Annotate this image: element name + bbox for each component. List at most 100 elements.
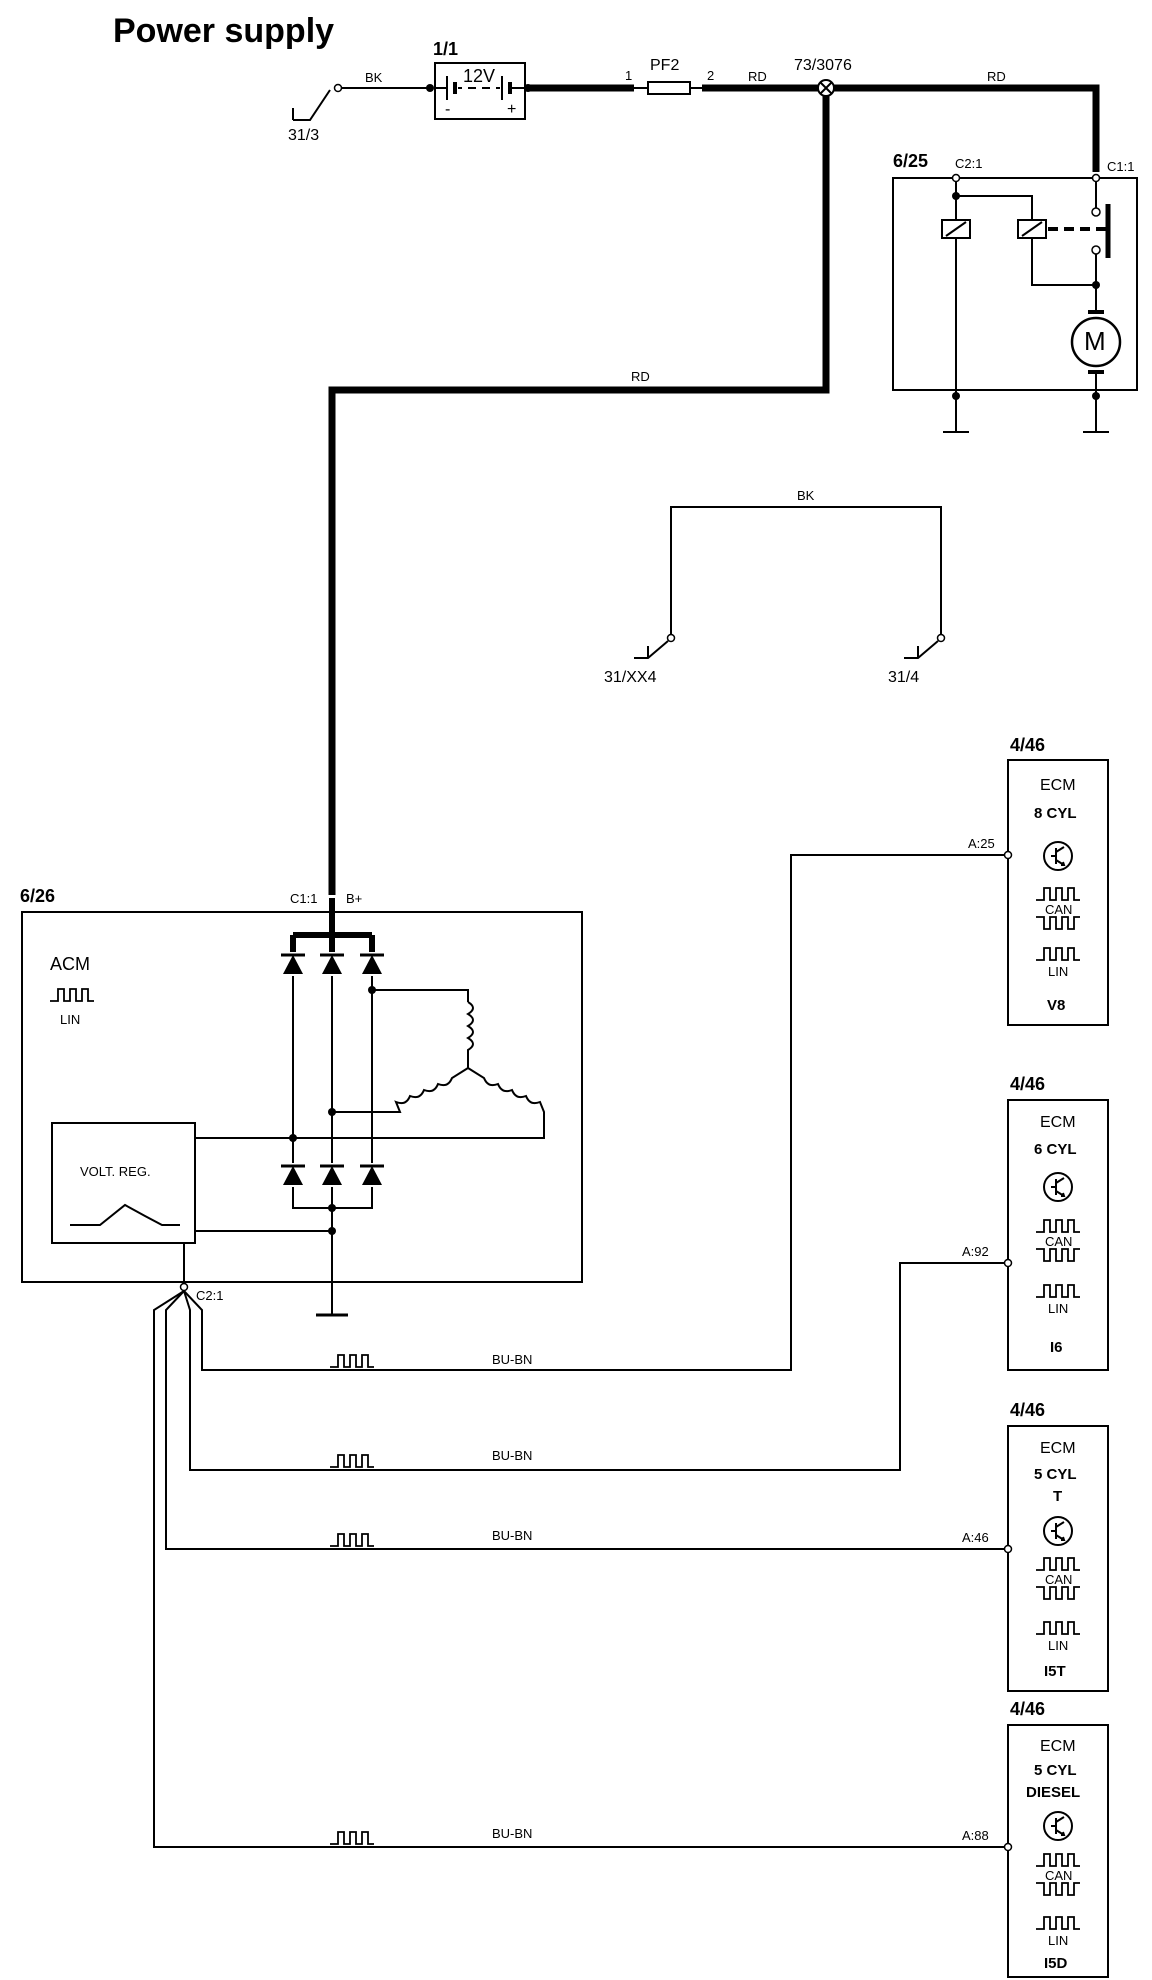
- wire-color-label: RD: [631, 369, 650, 384]
- ecm-variant: V8: [1047, 997, 1065, 1014]
- diode-icon: [360, 953, 384, 976]
- ecm-sub: T: [1053, 1488, 1062, 1505]
- lin-signal-icon: [330, 1831, 374, 1845]
- ground-pair: BK 31/XX4 31/4: [604, 488, 946, 686]
- ecm-sub: DIESEL: [1026, 1784, 1080, 1801]
- can-signal-icon: [1036, 916, 1080, 930]
- ecm-pin-label: A:92: [962, 1244, 989, 1259]
- ground-icon: [942, 420, 970, 433]
- ecm-lin: LIN: [1048, 1933, 1068, 1948]
- ecm-pin-label: A:88: [962, 1828, 989, 1843]
- ecm-can: CAN: [1045, 1868, 1072, 1883]
- ecm-can: CAN: [1045, 1234, 1072, 1249]
- alternator-id: 6/26: [20, 886, 55, 906]
- ground-31-3: 31/3: [288, 83, 343, 144]
- alternator-pin-c1: C1:1: [290, 891, 317, 906]
- ground-label: 31/XX4: [604, 669, 657, 686]
- battery: 1/1 12V - +: [426, 39, 532, 120]
- alternator: 6/26 C1:1 B+ ACM LIN VOLT. REG.: [20, 886, 583, 1317]
- ecm-pin-label: A:25: [968, 836, 995, 851]
- ground-label: 31/3: [288, 127, 319, 144]
- diode-icon: [360, 1164, 384, 1187]
- motor-label: M: [1084, 326, 1106, 356]
- can-signal-icon: [1036, 1219, 1080, 1233]
- wire-color-label: BK: [365, 70, 383, 85]
- transistor-icon: [1043, 1811, 1073, 1841]
- diode-icon: [281, 953, 305, 976]
- transistor-icon: [1043, 1172, 1073, 1202]
- wire-color-label: RD: [748, 69, 767, 84]
- ecm-cyl: 8 CYL: [1034, 805, 1077, 822]
- ecm-id: 4/46: [1010, 1400, 1045, 1420]
- fuse-pin-2: 2: [707, 68, 714, 83]
- ground-icon: [1082, 420, 1110, 433]
- can-signal-icon: [1036, 1586, 1080, 1600]
- wire-color-label: RD: [987, 69, 1006, 84]
- ecm-pin-label: A:46: [962, 1530, 989, 1545]
- ecm-name: ECM: [1040, 1738, 1076, 1755]
- alternator-name: ACM: [50, 954, 90, 974]
- lin-bus-wires: BU-BN BU-BN BU-BN BU-BN A:25 A:92 A:46 A…: [153, 836, 1004, 1848]
- lin-signal-icon: [330, 1354, 374, 1368]
- diode-icon: [281, 1164, 305, 1187]
- lin-signal-icon: [1036, 947, 1080, 961]
- starter-pin-c1: C1:1: [1107, 159, 1134, 174]
- can-signal-icon: [1036, 1882, 1080, 1896]
- ecm-i6: 4/46 ECM 6 CYL CAN LIN I6: [1003, 1074, 1109, 1371]
- lin-signal-icon: [330, 1454, 374, 1468]
- ecm-variant: I6: [1050, 1339, 1063, 1356]
- wire-color-label: BK: [797, 488, 815, 503]
- can-signal-icon: [1036, 887, 1080, 901]
- ecm-lin: LIN: [1048, 964, 1068, 979]
- wire-color-label: BU-BN: [492, 1448, 532, 1463]
- ecm-i5t: 4/46 ECM 5 CYL T CAN LIN I5T: [1003, 1400, 1109, 1692]
- ecm-id: 4/46: [1010, 1699, 1045, 1719]
- wire-color-label: BU-BN: [492, 1826, 532, 1841]
- battery-voltage: 12V: [463, 66, 495, 86]
- alternator-pin-bplus: B+: [346, 891, 362, 906]
- ecm-lin: LIN: [1048, 1638, 1068, 1653]
- lin-signal-icon: [1036, 1621, 1080, 1635]
- ecm-cyl: 5 CYL: [1034, 1762, 1077, 1779]
- alternator-lin: LIN: [60, 1012, 80, 1027]
- fuse-pf2: PF2 1 2: [625, 57, 714, 95]
- ecm-can: CAN: [1045, 1572, 1072, 1587]
- ecm-id: 4/46: [1010, 1074, 1045, 1094]
- wire-color-label: BU-BN: [492, 1528, 532, 1543]
- lin-signal-icon: [1036, 1916, 1080, 1930]
- ecm-can: CAN: [1045, 902, 1072, 917]
- transistor-icon: [1043, 1516, 1073, 1546]
- starter-motor: 6/25 C2:1 C1:1 M: [892, 151, 1138, 433]
- starter-pin-c2: C2:1: [955, 156, 982, 171]
- battery-plus: +: [507, 101, 516, 118]
- can-signal-icon: [1036, 1557, 1080, 1571]
- lin-signal-icon: [50, 988, 94, 1002]
- ecm-cyl: 6 CYL: [1034, 1141, 1077, 1158]
- junction-id: 73/3076: [794, 57, 852, 74]
- page-title: Power supply: [113, 12, 334, 50]
- ecm-variant: I5T: [1044, 1663, 1066, 1680]
- fuse-pin-1: 1: [625, 68, 632, 83]
- can-signal-icon: [1036, 1853, 1080, 1867]
- lin-signal-icon: [330, 1533, 374, 1547]
- junction-73-3076: 73/3076: [794, 57, 852, 97]
- ecm-lin: LIN: [1048, 1301, 1068, 1316]
- diode-icon: [320, 953, 344, 976]
- battery-minus: -: [445, 101, 450, 118]
- ecm-id: 4/46: [1010, 735, 1045, 755]
- wire-color-label: BU-BN: [492, 1352, 532, 1367]
- fuse-name: PF2: [650, 57, 679, 74]
- ecm-name: ECM: [1040, 777, 1076, 794]
- lin-signal-icon: [1036, 1284, 1080, 1298]
- ecm-i5d: 4/46 ECM 5 CYL DIESEL CAN LIN I5D: [1003, 1699, 1109, 1978]
- starter-id: 6/25: [893, 151, 928, 171]
- regulator-label: VOLT. REG.: [80, 1164, 151, 1179]
- ecm-variant: I5D: [1044, 1955, 1068, 1972]
- ecm-cyl: 5 CYL: [1034, 1466, 1077, 1483]
- ecm-v8: 4/46 ECM 8 CYL CAN LIN V8: [1003, 735, 1109, 1026]
- diode-icon: [320, 1164, 344, 1187]
- ground-label: 31/4: [888, 669, 919, 686]
- battery-id: 1/1: [433, 39, 458, 59]
- transistor-icon: [1043, 841, 1073, 871]
